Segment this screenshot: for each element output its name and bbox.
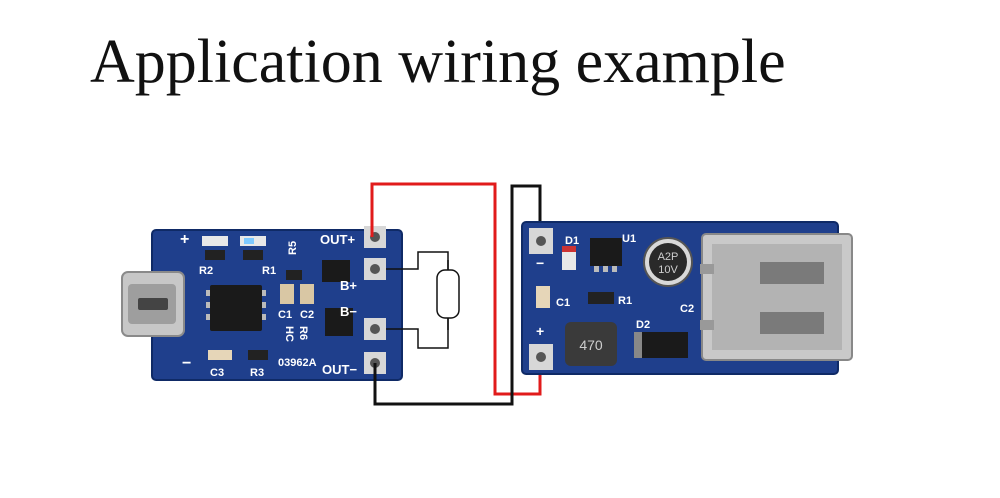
capacitor-c1 bbox=[280, 284, 294, 304]
led-red bbox=[202, 236, 228, 246]
cap-label-line2: 10V bbox=[658, 264, 678, 276]
label-hc: HC bbox=[283, 326, 295, 342]
capacitor-c1-boost bbox=[536, 286, 550, 308]
label-c1: C1 bbox=[278, 309, 292, 321]
black-wire bbox=[373, 184, 542, 406]
resistor-r5 bbox=[286, 270, 302, 280]
label-b-minus: B− bbox=[340, 304, 357, 319]
red-wire bbox=[370, 182, 542, 396]
page-title: Application wiring example bbox=[90, 28, 786, 96]
boost-board: A2P 10V 470 D1 U1 C1 R1 C2 D2 − + bbox=[521, 221, 853, 375]
charger-board: + − R2 R1 R5 C1 C2 HC R6 C3 R3 03962A OU… bbox=[121, 226, 403, 381]
label-u1: U1 bbox=[622, 233, 636, 245]
protection-ic bbox=[322, 260, 350, 282]
label-b-plus: B+ bbox=[340, 278, 357, 293]
label-r1-boost: R1 bbox=[618, 295, 632, 307]
mosfet-ic bbox=[325, 308, 353, 336]
label-out-minus: OUT− bbox=[322, 362, 357, 377]
diode-d2 bbox=[634, 332, 688, 358]
label-d1: D1 bbox=[565, 235, 579, 247]
micro-usb-port bbox=[121, 271, 185, 337]
label-plus: + bbox=[180, 231, 189, 248]
capacitor-c3 bbox=[208, 350, 232, 360]
resistor-r3 bbox=[248, 350, 268, 360]
label-c1-boost: C1 bbox=[556, 297, 570, 309]
cap-label-line1: A2P bbox=[658, 251, 679, 263]
inductor: 470 bbox=[565, 322, 617, 366]
regulator-u1 bbox=[590, 238, 622, 266]
label-chip-code: 03962A bbox=[278, 357, 317, 369]
label-c3: C3 bbox=[210, 367, 224, 379]
inductor-label: 470 bbox=[579, 337, 603, 353]
electrolytic-capacitor: A2P 10V bbox=[643, 237, 693, 287]
label-out-plus: OUT+ bbox=[320, 232, 355, 247]
label-boost-minus: − bbox=[536, 255, 544, 271]
resistor-r1 bbox=[243, 250, 263, 260]
label-c2: C2 bbox=[300, 309, 314, 321]
label-r6: R6 bbox=[297, 326, 309, 340]
label-minus: − bbox=[182, 355, 191, 372]
capacitor-c2 bbox=[300, 284, 314, 304]
battery-symbol bbox=[386, 251, 460, 349]
charger-ic bbox=[206, 285, 266, 331]
label-d2: D2 bbox=[636, 319, 650, 331]
resistor-r2 bbox=[205, 250, 225, 260]
resistor-r1-boost bbox=[588, 292, 614, 304]
label-r3: R3 bbox=[250, 367, 264, 379]
label-r5: R5 bbox=[287, 241, 299, 255]
usb-a-port bbox=[700, 233, 853, 361]
label-r1: R1 bbox=[262, 265, 276, 277]
label-r2: R2 bbox=[199, 265, 213, 277]
label-c2-boost: C2 bbox=[680, 303, 694, 315]
label-boost-plus: + bbox=[536, 323, 544, 339]
